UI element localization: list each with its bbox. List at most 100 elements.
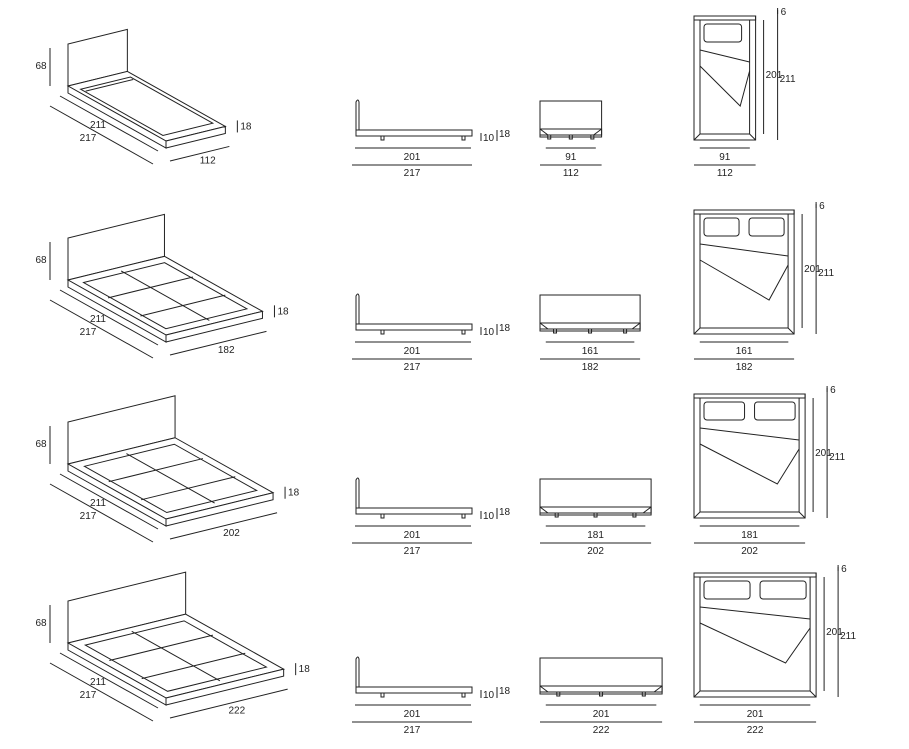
front-leg	[553, 328, 558, 334]
inner-length-dimension-line	[59, 289, 159, 346]
side-mattress-length-label: 201	[404, 709, 421, 720]
top-mattress	[699, 397, 800, 513]
inner-length-dimension-line	[59, 95, 159, 152]
headboard-thickness-label: 6	[819, 201, 825, 212]
top-length-label: 211	[829, 452, 845, 463]
frame-corner	[798, 511, 806, 519]
top-mattress-width-label: 201	[747, 709, 764, 720]
side-frame	[355, 686, 473, 694]
headboard-thickness-label: 6	[781, 7, 787, 18]
front-leg	[547, 134, 552, 140]
top-length-label: 211	[780, 74, 796, 85]
slat-area	[83, 443, 259, 514]
outer-length-label: 217	[80, 327, 97, 338]
top-width-label: 182	[736, 362, 753, 373]
side-leg	[380, 692, 385, 698]
side-frame	[355, 507, 473, 515]
pillow	[703, 217, 740, 237]
front-leg	[593, 512, 598, 518]
frame-side-edge	[67, 642, 167, 706]
frame-height-label: 18	[288, 488, 300, 499]
frame-corner	[749, 133, 756, 141]
top-mattress	[699, 19, 751, 135]
outer-length-dimension-line	[49, 105, 154, 165]
side-frame-height-label: 18	[499, 129, 511, 140]
front-width-label: 182	[582, 362, 599, 373]
side-headboard	[355, 477, 360, 510]
front-leg	[556, 691, 561, 697]
frame-side-edge	[67, 463, 167, 527]
frame-corner	[693, 133, 701, 141]
side-leg	[380, 513, 385, 519]
front-width-label: 112	[563, 168, 579, 179]
front-frame-bevel	[539, 685, 663, 693]
front-headboard	[539, 294, 641, 332]
front-leg	[590, 134, 595, 140]
frame-corner	[693, 511, 701, 519]
inner-length-label: 211	[90, 120, 106, 131]
leg-height-label: 10	[483, 327, 495, 338]
center-rail	[126, 453, 215, 504]
bed-sheet-fold	[699, 49, 751, 107]
frame-height-label: 18	[277, 306, 289, 317]
inner-length-label: 211	[90, 314, 106, 325]
frame-corner	[693, 327, 701, 335]
outer-length-label: 217	[80, 511, 97, 522]
headboard-height-label: 68	[35, 439, 47, 450]
outer-length-dimension-line	[49, 483, 154, 543]
top-mattress-width-label: 181	[741, 530, 758, 541]
side-mattress-length-label: 201	[404, 346, 421, 357]
side-outer-length-label: 217	[404, 362, 421, 373]
inner-length-label: 211	[90, 677, 106, 688]
center-rail	[131, 630, 221, 682]
front-headboard	[539, 100, 603, 138]
frame-side-edge	[67, 85, 167, 149]
top-width-label: 112	[717, 168, 733, 179]
side-headboard	[355, 656, 360, 689]
slat-area	[83, 620, 268, 692]
leg-height-label: 10	[483, 511, 495, 522]
front-headboard	[539, 478, 652, 516]
headboard-height-label: 68	[35, 61, 47, 72]
outer-length-label: 217	[80, 690, 97, 701]
inner-length-label: 211	[90, 498, 106, 509]
side-mattress-length-label: 201	[404, 530, 421, 541]
frame-corner	[809, 690, 817, 698]
bed-sheet-fold	[699, 606, 811, 664]
side-frame	[355, 323, 473, 331]
top-width-label: 202	[741, 546, 758, 557]
top-mattress	[699, 576, 811, 692]
side-leg	[461, 135, 466, 141]
slat-area	[82, 262, 249, 330]
front-mattress-width-label: 161	[582, 346, 599, 357]
inner-length-dimension-line	[59, 473, 159, 530]
width-dimension-line	[169, 512, 278, 540]
headboard-height-label: 68	[35, 618, 47, 629]
top-mattress-length-label: 201	[826, 627, 843, 638]
headboard-thickness-label: 6	[841, 564, 847, 575]
iso-width-label: 112	[200, 156, 216, 167]
bed-sheet-fold	[699, 427, 800, 485]
front-width-label: 222	[593, 725, 610, 736]
side-leg	[461, 692, 466, 698]
pillow	[748, 217, 785, 237]
side-frame	[355, 129, 473, 137]
frame-side-edge	[67, 279, 167, 343]
width-dimension-line	[169, 688, 288, 719]
top-width-label: 222	[747, 725, 764, 736]
pillow	[754, 401, 796, 421]
side-outer-length-label: 217	[404, 546, 421, 557]
top-mattress-width-label: 161	[736, 346, 753, 357]
front-frame-bevel	[539, 128, 602, 136]
